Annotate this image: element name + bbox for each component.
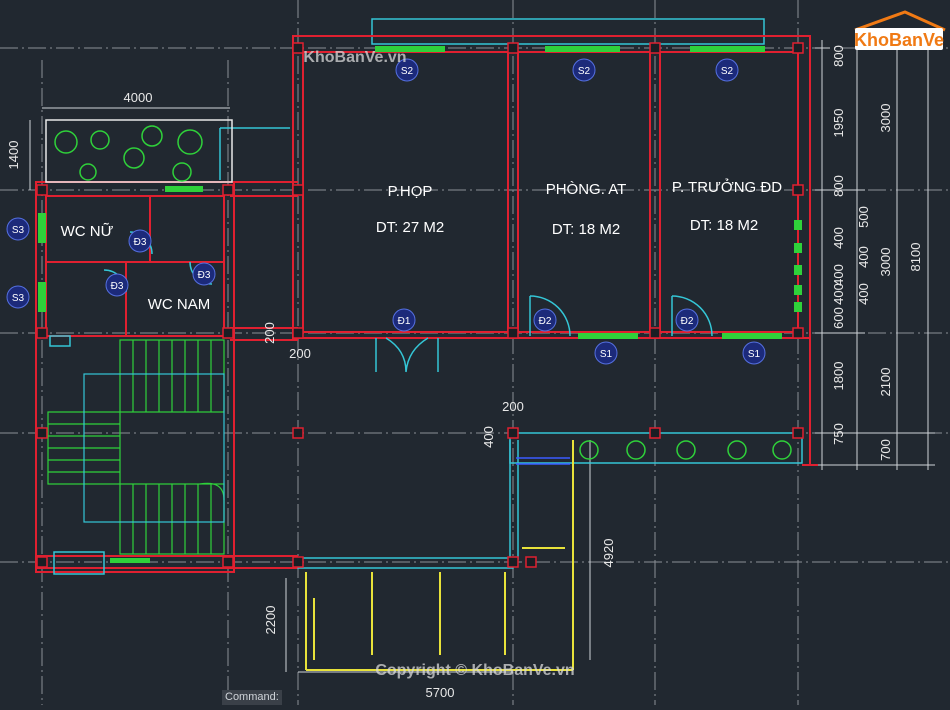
hatch [516, 457, 570, 465]
copyright-watermark: Copyright © KhoBanVe.vn [375, 662, 574, 679]
tag-d2-2: Đ2 [681, 316, 694, 327]
dim-right-800b: 800 [831, 175, 846, 197]
dim-right-1800: 1800 [831, 362, 846, 391]
tag-s1-2: S1 [748, 349, 761, 360]
tag-d3-1: Đ3 [134, 237, 147, 248]
room-chief-area: DT: 18 M2 [690, 217, 758, 234]
staircase [47, 339, 225, 555]
room-safety-name: PHÒNG. AT [546, 181, 627, 198]
dim-5700: 5700 [426, 685, 455, 700]
dim-right-400b: 400 [831, 264, 846, 286]
logo-text: KhoBanVe [854, 30, 944, 50]
brand-logo: KhoBanVe [854, 10, 946, 50]
parking-lines [305, 440, 574, 671]
tag-d3-3: Đ3 [198, 270, 211, 281]
dim-2200: 2200 [263, 606, 278, 635]
room-meeting-area: DT: 27 M2 [376, 219, 444, 236]
dim-left-1400: 1400 [6, 141, 21, 170]
dim-right-600: 600 [831, 307, 846, 329]
roof-icon [854, 10, 946, 32]
dim-col2-400a: 400 [856, 246, 871, 268]
room-meeting-name: P.HỌP [388, 183, 433, 200]
columns [36, 42, 804, 568]
dim-right-400a: 400 [831, 227, 846, 249]
dim-200-h2: 200 [502, 399, 524, 414]
command-line-label[interactable]: Command: [222, 690, 282, 705]
plants [54, 125, 792, 460]
dim-4920: 4920 [601, 539, 616, 568]
dim-400: 400 [481, 426, 496, 448]
windows [38, 46, 802, 563]
dim-top-left: 4000 [124, 90, 153, 105]
tag-s3-2: S3 [12, 293, 25, 304]
dim-right-400c: 400 [831, 283, 846, 305]
dim-col2-400b: 400 [856, 283, 871, 305]
dim-col3-3000b: 3000 [878, 248, 893, 277]
tag-s3-1: S3 [12, 225, 25, 236]
room-wc-female: WC NỮ [61, 223, 114, 240]
dim-col3-3000a: 3000 [878, 104, 893, 133]
dim-right-1950: 1950 [831, 109, 846, 138]
watermark-top: KhoBanVe.vn [303, 49, 406, 66]
dim-right-750: 750 [831, 423, 846, 445]
tag-d1: Đ1 [398, 316, 411, 327]
tag-d2-1: Đ2 [539, 316, 552, 327]
dimension-lines [29, 40, 935, 673]
dim-col4-8100: 8100 [908, 243, 923, 272]
room-wc-male: WC NAM [148, 296, 211, 313]
tag-circles [6, 58, 766, 365]
dim-right-800a: 800 [831, 45, 846, 67]
tag-d3-2: Đ3 [111, 281, 124, 292]
room-safety-area: DT: 18 M2 [552, 221, 620, 238]
tag-s1-1: S1 [600, 349, 613, 360]
dim-col2-500: 500 [856, 206, 871, 228]
room-chief-name: P. TRƯỞNG ĐD [672, 178, 782, 196]
tag-s2-2: S2 [578, 66, 591, 77]
tag-s2-3: S2 [721, 66, 734, 77]
dim-200-v: 200 [262, 322, 277, 344]
dim-col3-700: 700 [878, 439, 893, 461]
roof-canopy [371, 18, 765, 45]
tag-s2-1: S2 [401, 66, 414, 77]
dim-200-h1: 200 [289, 346, 311, 361]
dim-col3-2100: 2100 [878, 368, 893, 397]
